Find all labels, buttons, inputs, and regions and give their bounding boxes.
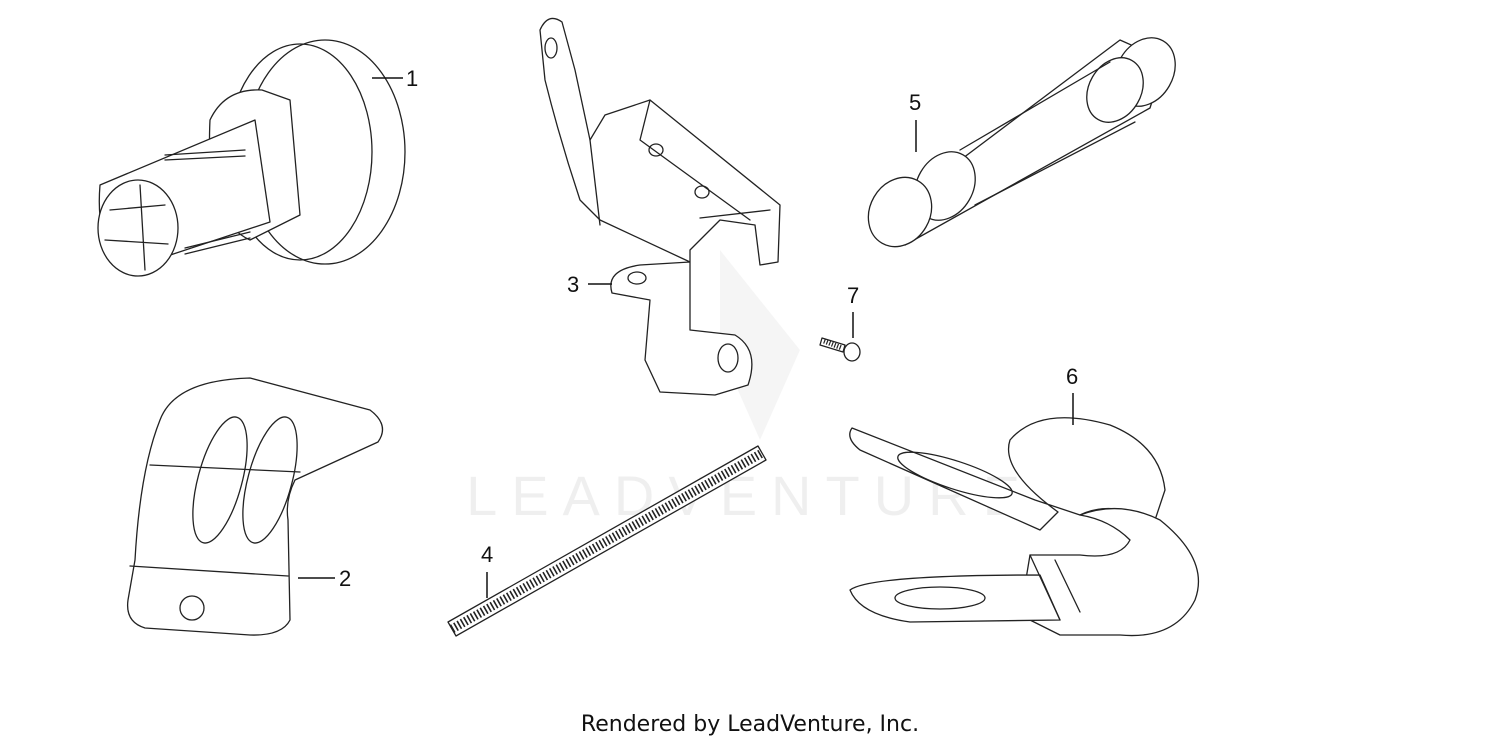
callout-7: 7 [847, 283, 859, 308]
callout-2: 2 [339, 566, 351, 591]
callout-3: 3 [567, 272, 579, 297]
callouts: 1 2 3 4 5 6 7 [339, 66, 1078, 591]
part-5-pin[interactable] [856, 27, 1187, 258]
part-4-threaded-rod[interactable] [447, 445, 767, 637]
part-6-cushion-clamp[interactable] [849, 417, 1199, 637]
part-2-clip-bracket[interactable] [126, 377, 384, 636]
watermark: LEADVENTURE [466, 250, 1020, 527]
callout-6: 6 [1066, 364, 1078, 389]
part-3-bracket[interactable] [539, 17, 781, 396]
footer-credit: Rendered by LeadVenture, Inc. [580, 712, 920, 737]
part-1-grommet[interactable] [97, 39, 406, 277]
callout-4: 4 [481, 542, 493, 567]
callout-1: 1 [406, 66, 418, 91]
callout-5: 5 [909, 90, 921, 115]
part-7-screw[interactable] [819, 337, 861, 362]
leader-lines [298, 77, 1074, 598]
